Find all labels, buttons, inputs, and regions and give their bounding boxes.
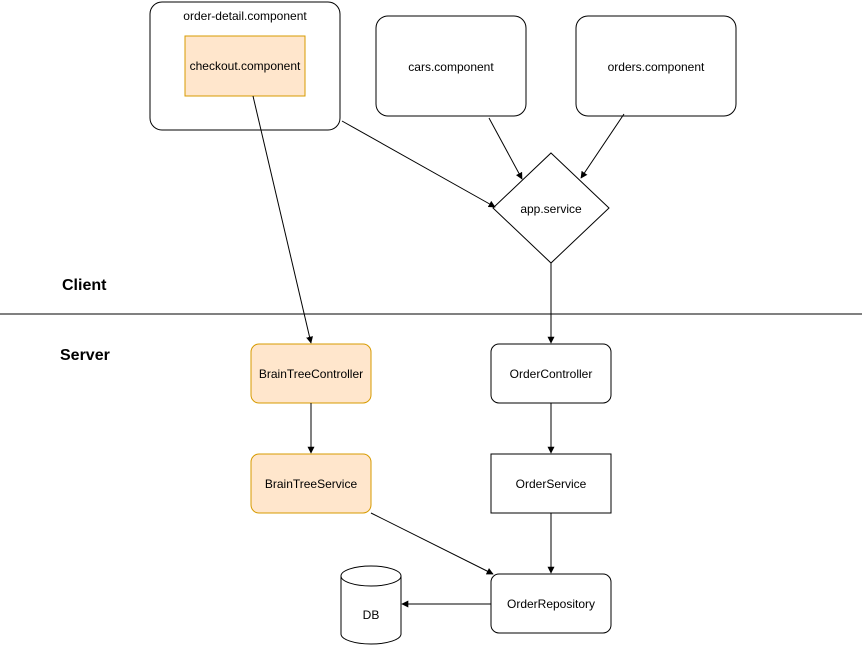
braintree-service-node: BrainTreeService [250,453,372,514]
db-cylinder-body [340,576,402,645]
braintree-controller-node: BrainTreeController [250,343,372,404]
edge-cars-to-app-service [488,117,523,180]
app-service-label: app.service [520,202,582,216]
order-detail-component-label: order-detail.component [183,9,307,23]
edge-orders-to-app-service [580,113,625,179]
orders-component-box [575,15,737,117]
order-repository-label: OrderRepository [507,597,595,611]
client-zone-label: Client [62,277,107,294]
edge-braintree-service-to-order-repository [370,512,494,575]
braintree-controller-label: BrainTreeController [259,367,363,381]
db-node: DB [340,565,402,645]
app-service-node: app.service [492,152,610,264]
order-service-label: OrderService [516,477,587,491]
checkout-component-node: checkout.component [184,35,306,97]
order-repository-node: OrderRepository [490,573,612,634]
braintree-service-label: BrainTreeService [265,477,358,491]
cars-component-node: cars.component [375,15,527,117]
cars-component-label: cars.component [408,60,494,74]
server-zone-label: Server [60,347,110,364]
edge-order-detail-to-app-service [341,120,496,208]
edge-checkout-to-braintree-controller [252,95,313,344]
cars-component-box [375,15,527,117]
braintree-service-box [250,453,372,514]
orders-component-label: orders.component [608,60,705,74]
checkout-component-label: checkout.component [190,59,301,73]
orders-component-node: orders.component [575,15,737,117]
db-cylinder-top [340,565,402,587]
db-label: DB [363,608,380,622]
order-service-box [490,453,612,514]
checkout-component-box [184,35,306,97]
order-service-node: OrderService [490,453,612,514]
order-controller-label: OrderController [510,367,593,381]
order-controller-node: OrderController [490,343,612,404]
